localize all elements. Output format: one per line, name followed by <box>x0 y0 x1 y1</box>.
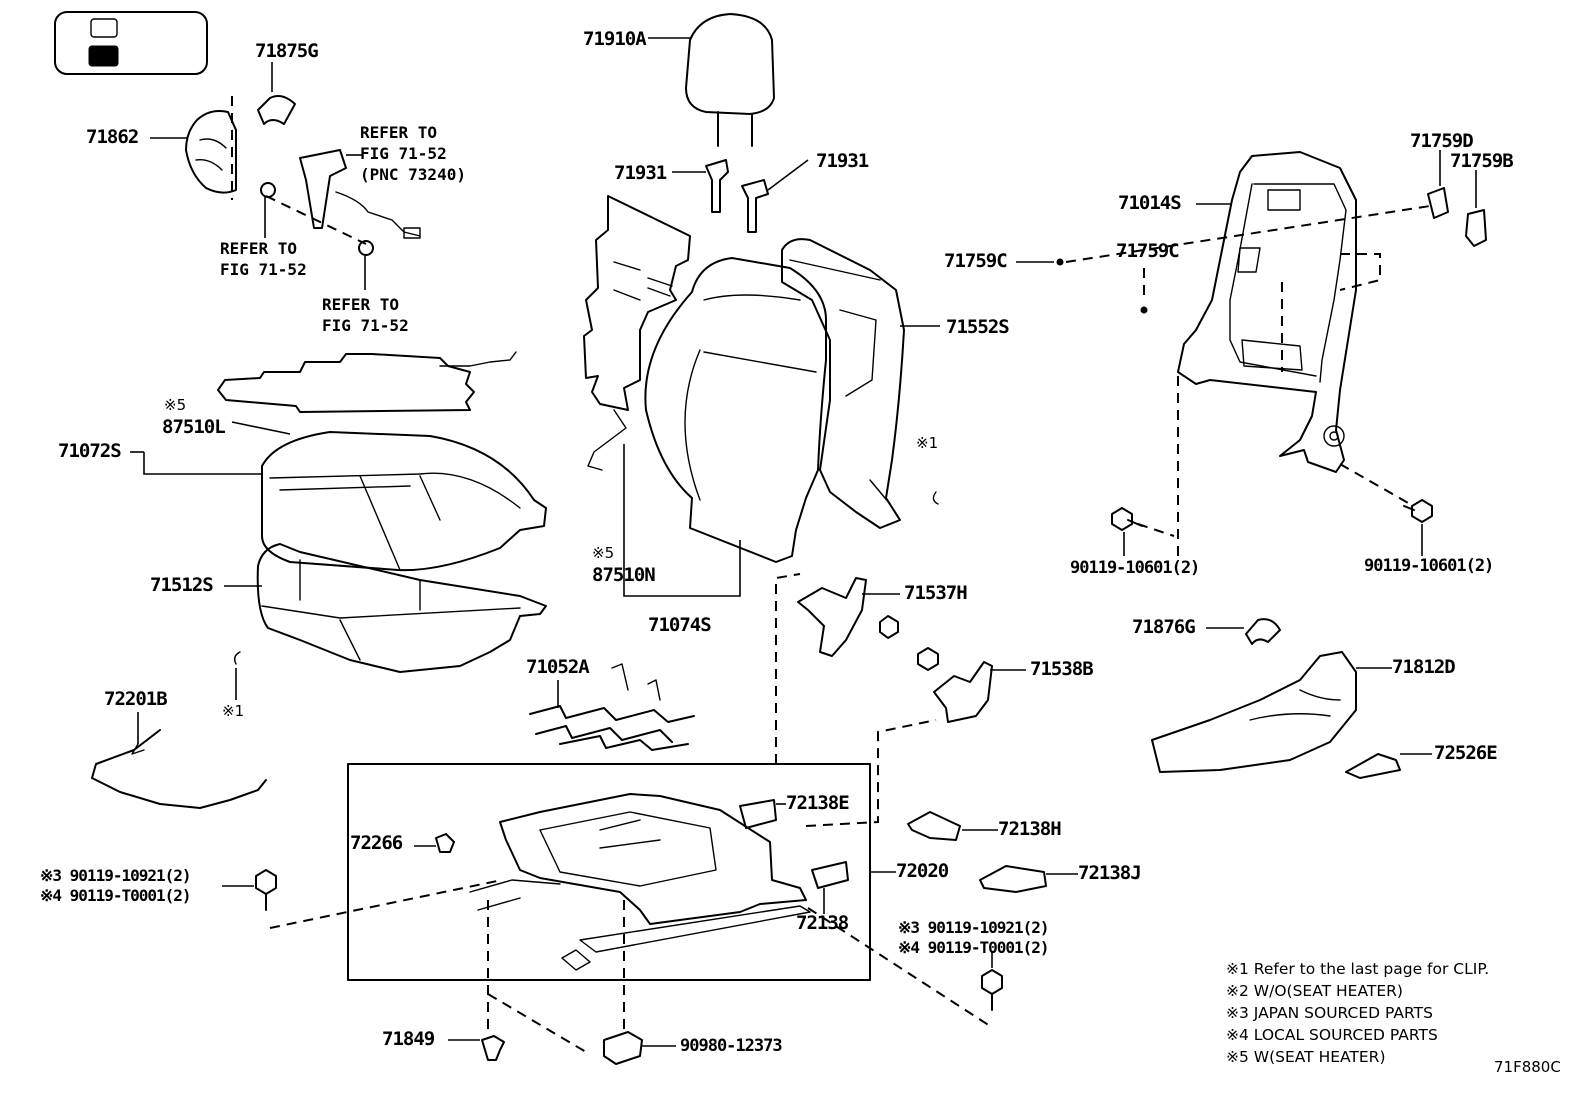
label-71910A: 71910A <box>583 28 647 50</box>
label-71538B: 71538B <box>1030 658 1094 680</box>
label-90119-10601-left: 90119-10601(2) <box>1070 558 1200 578</box>
label-90119-T0001-left: ※4 90119-T0001(2) <box>40 886 192 905</box>
clip-back-shape <box>932 491 939 505</box>
bracket-71537H-shape <box>797 577 900 657</box>
footnote-1: ※1 Refer to the last page for CLIP. <box>1226 960 1490 978</box>
refer-to-fig-71-52-pnc-73240: REFER TO FIG 71-52 (PNC 73240) <box>360 123 466 184</box>
bolt-right-shape <box>807 907 1003 1027</box>
label-71512S: 71512S <box>150 574 214 596</box>
label-90119-10921-right: ※3 90119-10921(2) <box>898 918 1050 937</box>
cushion-pad-71512S-shape <box>224 543 547 673</box>
footnote-5: ※5 W(SEAT HEATER) <box>1226 1048 1386 1066</box>
label-72138: 72138 <box>796 912 849 934</box>
headrest-71910A-shape <box>648 13 775 147</box>
label-71931-right: 71931 <box>816 150 869 172</box>
label-71875G: 71875G <box>255 40 319 62</box>
label-72020: 72020 <box>896 860 949 882</box>
bracket-71538B-shape <box>917 647 1026 723</box>
label-71759C-left: 71759C <box>944 250 1008 272</box>
label-71074S: 71074S <box>648 614 712 636</box>
clip-cushion-shape <box>233 651 241 665</box>
label-72266: 72266 <box>350 832 403 854</box>
footnote-2: ※2 W/O(SEAT HEATER) <box>1226 982 1403 1000</box>
label-71759D: 71759D <box>1410 130 1474 152</box>
legend-symbol-box <box>54 11 208 75</box>
label-71552S: 71552S <box>946 316 1010 338</box>
bolt-left-shape <box>222 869 503 929</box>
refer-to-fig-71-52-bottom: REFER TO FIG 71-52 <box>322 295 409 335</box>
label-72138E: 72138E <box>786 792 850 814</box>
label-72138J: 72138J <box>1078 862 1142 884</box>
cushion-cover-71072S-shape <box>130 431 547 572</box>
covers-71876G-71812D-72526E-shapes <box>1151 618 1432 779</box>
label-90119-10921-left: ※3 90119-10921(2) <box>40 866 192 885</box>
mark-1-cushion: ※1 <box>222 702 245 720</box>
label-71849: 71849 <box>382 1028 435 1050</box>
spring-71052A-shape <box>529 663 695 751</box>
label-71759B: 71759B <box>1450 150 1514 172</box>
label-72138H: 72138H <box>998 818 1062 840</box>
label-71072S: 71072S <box>58 440 122 462</box>
label-71812D: 71812D <box>1392 656 1456 678</box>
fasteners-71849-90980-shapes <box>448 900 676 1065</box>
heater-mat-87510L-shape <box>217 351 517 435</box>
refer-to-fig-71-52-left: REFER TO FIG 71-52 <box>220 239 307 279</box>
seatback-pad-71552S-shape <box>781 238 940 529</box>
part-71862-shape <box>150 96 237 200</box>
mark-1-back: ※1 <box>916 434 939 452</box>
part-71875G-shape <box>257 62 296 125</box>
footnote-3: ※3 JAPAN SOURCED PARTS <box>1226 1004 1433 1022</box>
clips-72138H-J-shapes <box>907 811 1078 893</box>
figure-id: 71F880C <box>1494 1058 1561 1076</box>
label-71537H: 71537H <box>904 582 968 604</box>
belt-buckle-shape <box>260 149 421 290</box>
label-71052A: 71052A <box>526 656 590 678</box>
small-parts-71759-shapes <box>1016 150 1487 372</box>
label-90980-12373: 90980-12373 <box>680 1036 783 1056</box>
label-90119-T0001-right: ※4 90119-T0001(2) <box>898 938 1050 957</box>
label-87510N: 87510N <box>592 564 656 586</box>
mark-5-back: ※5 <box>592 544 615 562</box>
label-71759C-right: 71759C <box>1116 240 1180 262</box>
footnote-4: ※4 LOCAL SOURCED PARTS <box>1226 1026 1438 1044</box>
back-heater-87510N-shape <box>583 195 741 597</box>
seatback-cover-71074S-shape <box>644 257 827 563</box>
mark-5-cushion: ※5 <box>164 396 187 414</box>
label-87510L: 87510L <box>162 416 226 438</box>
label-72201B: 72201B <box>104 688 168 710</box>
wire-72201B-shape <box>91 712 267 809</box>
label-71876G: 71876G <box>1132 616 1196 638</box>
support-71931-shapes <box>672 159 809 233</box>
adjuster-72020-shape <box>347 573 937 981</box>
label-71931-left: 71931 <box>614 162 667 184</box>
label-71862: 71862 <box>86 126 139 148</box>
label-72526E: 72526E <box>1434 742 1498 764</box>
label-90119-10601-right: 90119-10601(2) <box>1364 556 1494 576</box>
label-71014S: 71014S <box>1118 192 1182 214</box>
frame-71014S-shape <box>1177 151 1357 473</box>
bolts-90119-10601-shapes <box>1111 376 1433 560</box>
